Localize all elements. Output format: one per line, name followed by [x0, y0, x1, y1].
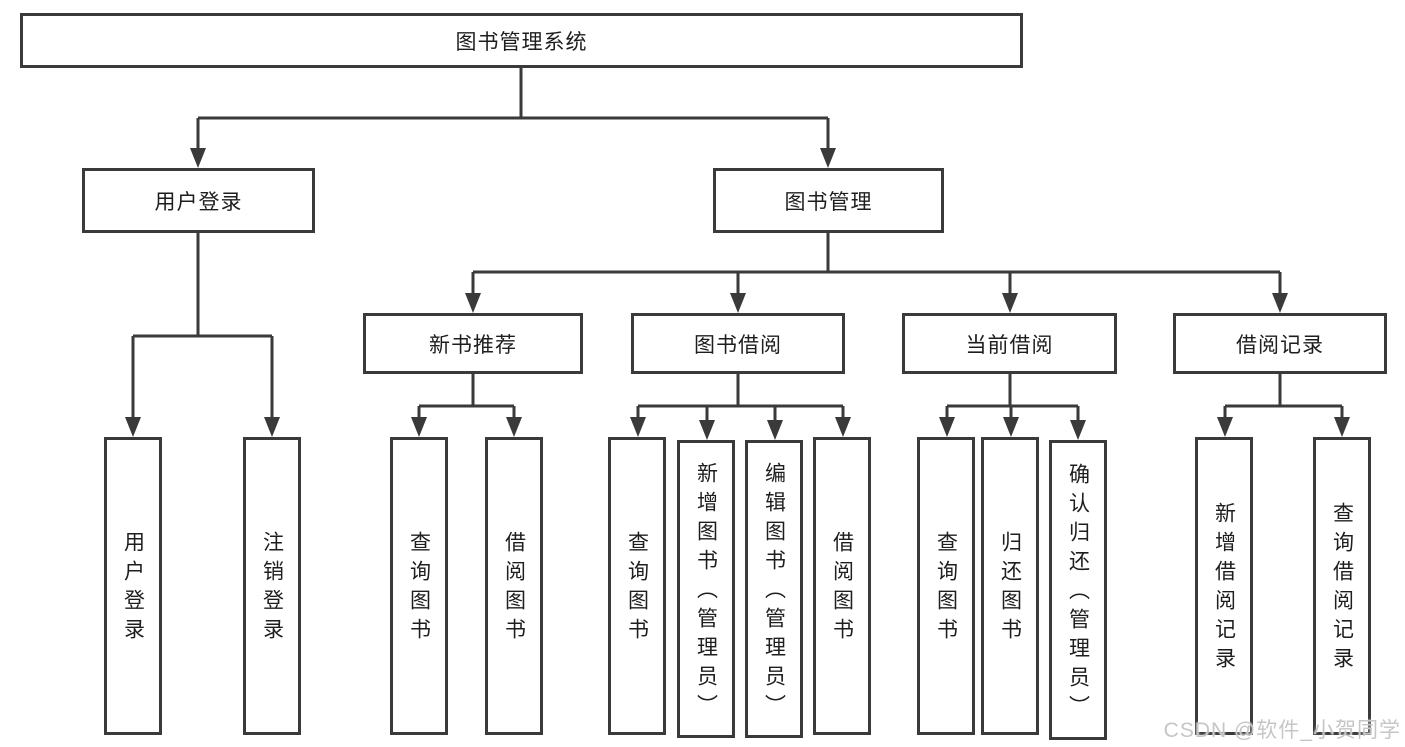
leaf-current-return-book: 归还图书: [981, 437, 1039, 735]
node-book-management: 图书管理: [713, 168, 944, 233]
csdn-watermark: CSDN @软件_小贺同学: [1163, 719, 1401, 742]
leaf-borrow-query-book: 查询图书: [608, 437, 666, 735]
leaf-logout: 注销登录: [243, 437, 301, 735]
leaf-recommend-borrow-book: 借阅图书: [485, 437, 543, 735]
leaf-current-query-book: 查询图书: [917, 437, 975, 735]
arrowheads: [125, 148, 1350, 440]
node-current-borrow: 当前借阅: [902, 313, 1117, 374]
leaf-recommend-query-book: 查询图书: [390, 437, 448, 735]
node-borrow-record: 借阅记录: [1173, 313, 1387, 374]
node-user-login: 用户登录: [82, 168, 315, 233]
leaf-user-login: 用户登录: [104, 437, 162, 735]
node-book-borrow: 图书借阅: [631, 313, 845, 374]
node-root: 图书管理系统: [20, 13, 1023, 68]
leaf-borrow-borrow-book: 借阅图书: [813, 437, 871, 735]
leaf-record-add: 新增借阅记录: [1195, 437, 1253, 735]
leaf-borrow-add-book-admin: 新增图书（管理员）: [677, 440, 735, 738]
leaf-current-confirm-return-admin: 确认归还（管理员）: [1049, 440, 1107, 740]
node-new-book-recommend: 新书推荐: [363, 313, 583, 374]
leaf-borrow-edit-book-admin: 编辑图书（管理员）: [745, 440, 803, 738]
leaf-record-query: 查询借阅记录: [1313, 437, 1371, 735]
